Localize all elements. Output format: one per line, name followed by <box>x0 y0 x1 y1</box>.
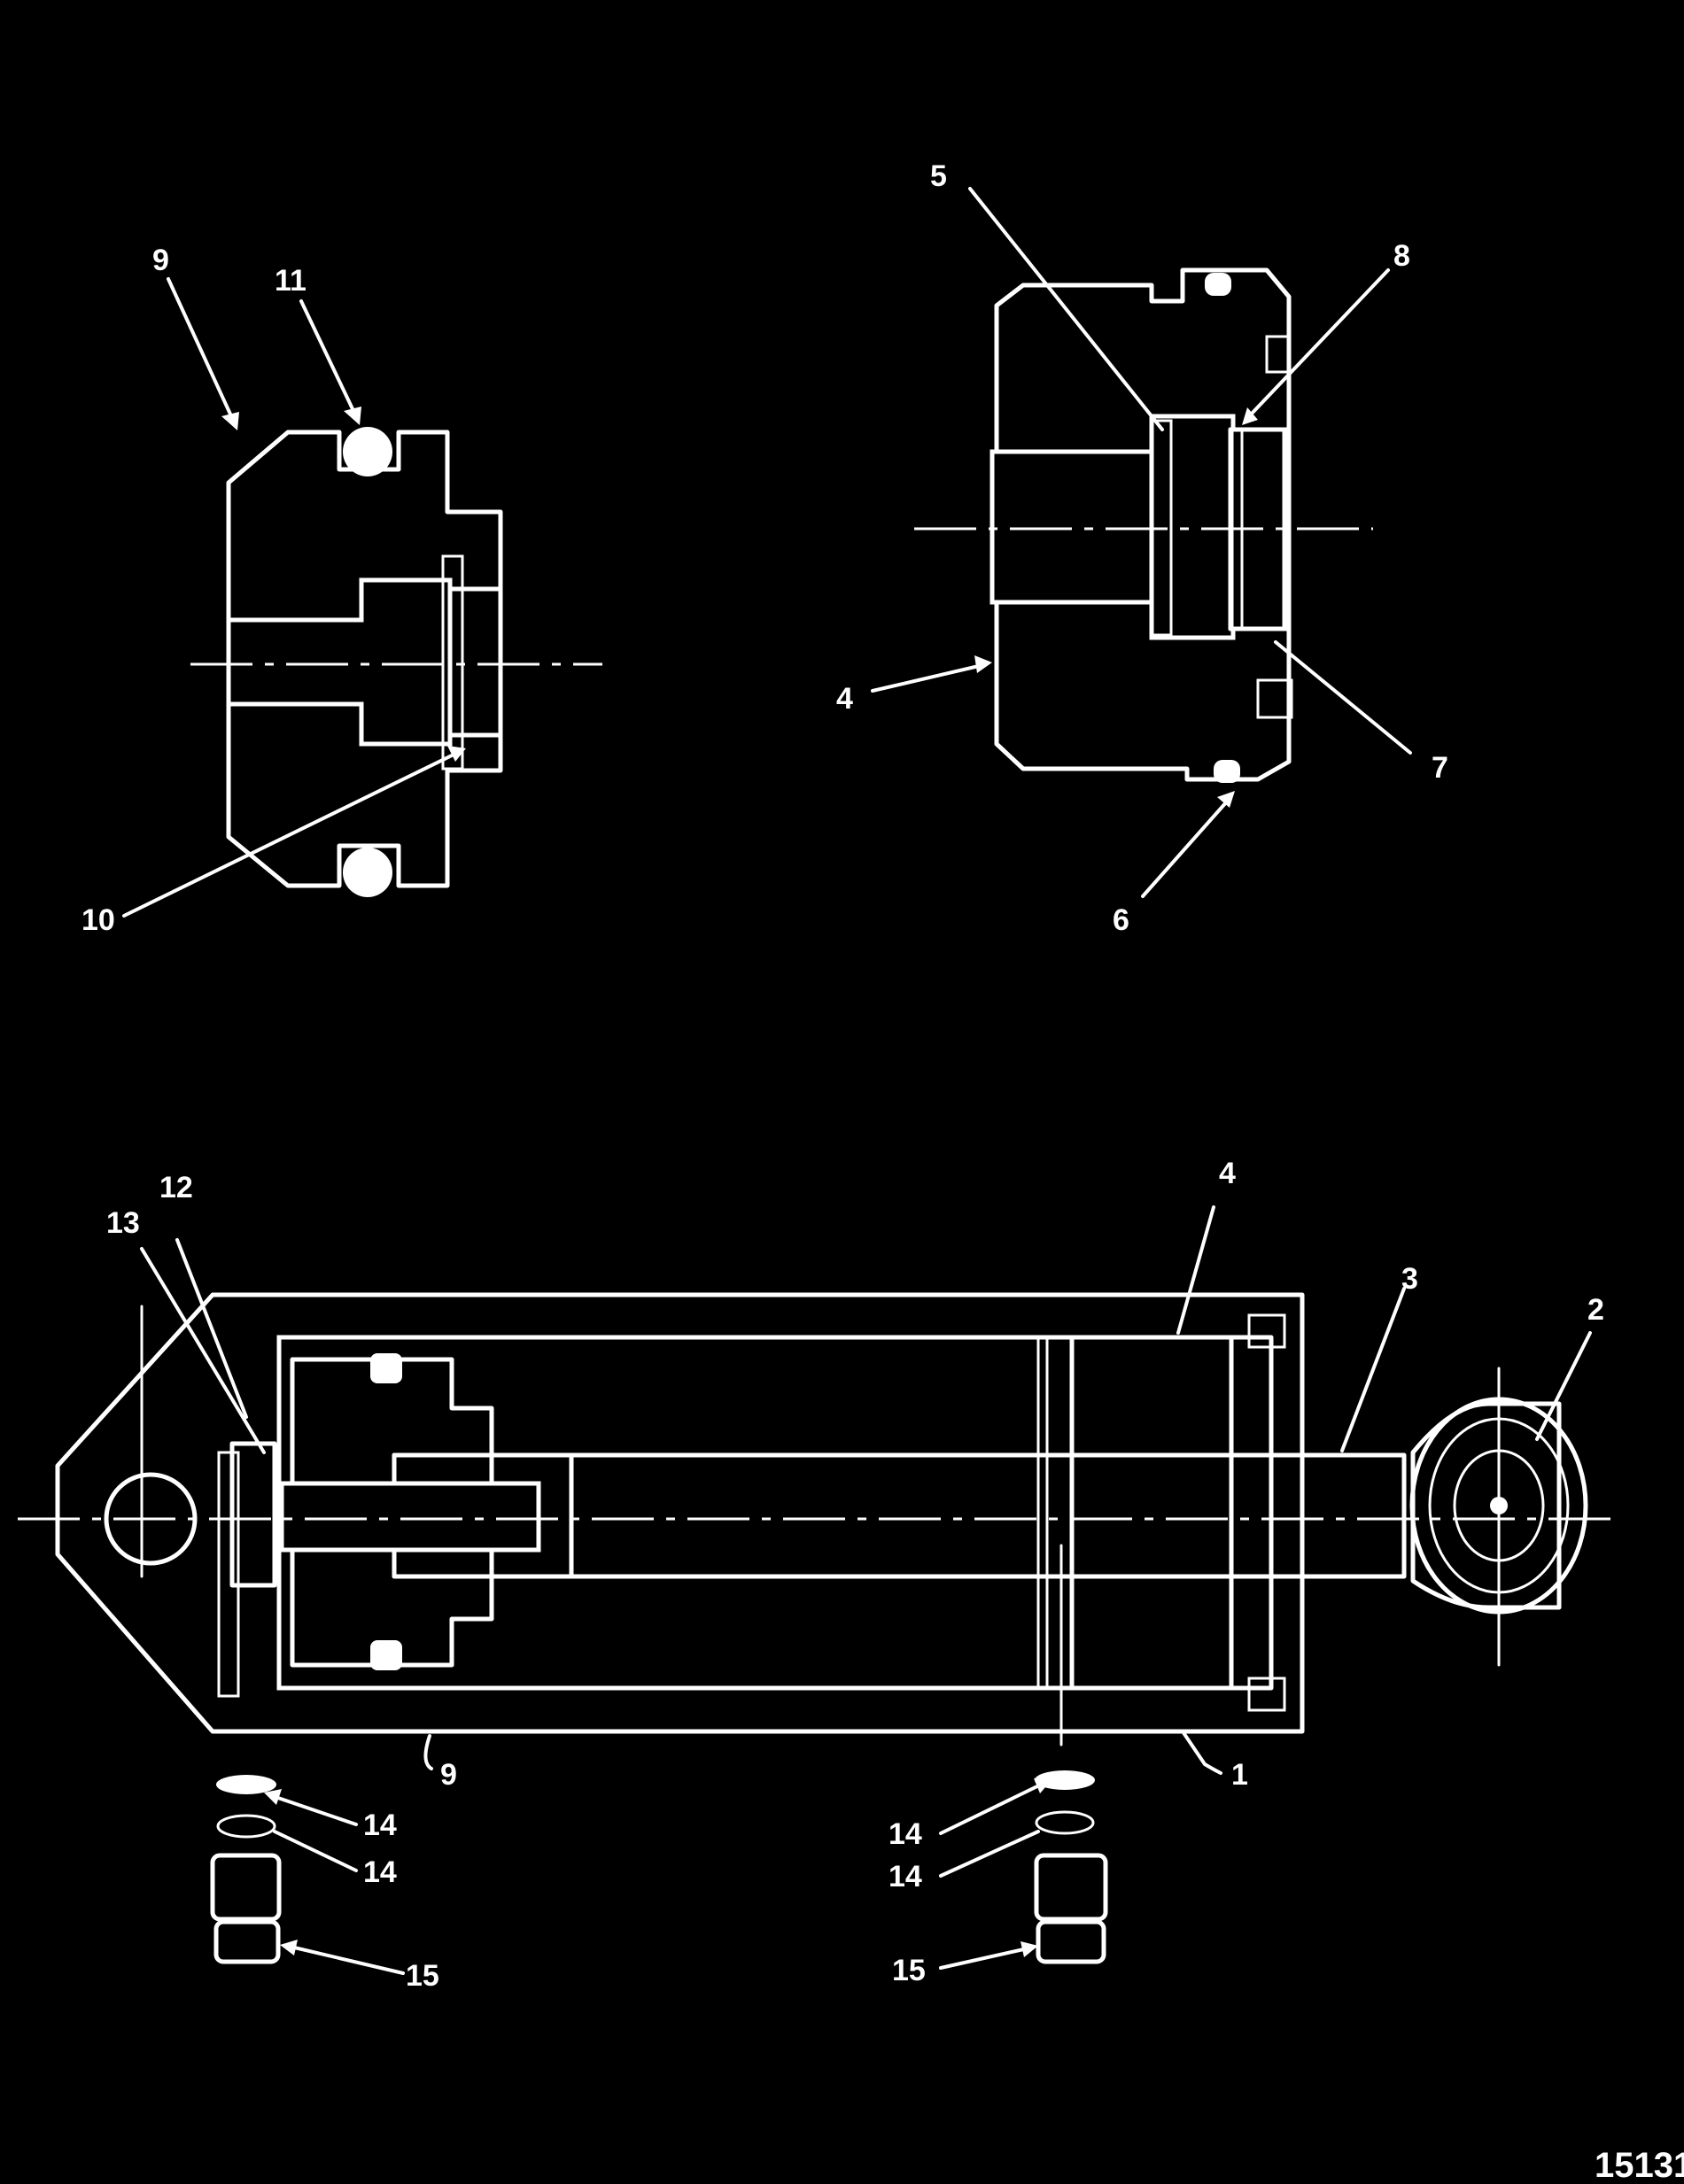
callout-6: 6 <box>1113 903 1129 937</box>
seal-ball-top <box>343 427 392 476</box>
callout-10: 10 <box>81 903 115 937</box>
fitting-washer-right-2 <box>1035 1810 1095 1835</box>
callout-3: 3 <box>1401 1262 1418 1296</box>
bleed-valve-head <box>229 1441 277 1588</box>
leader-lines <box>122 187 1592 1975</box>
fitting-right <box>1034 1770 1108 1964</box>
piston-bore <box>226 577 453 747</box>
piston-detail <box>190 427 602 897</box>
fitting-nut-left <box>213 1919 281 1964</box>
callout-4-head: 4 <box>836 682 853 716</box>
fitting-washer-right-1 <box>1035 1770 1095 1790</box>
callout-5: 5 <box>930 159 947 193</box>
callout-2: 2 <box>1587 1293 1604 1327</box>
piston-section <box>226 430 503 888</box>
o-ring-slot-bottom <box>1214 760 1240 783</box>
piston-seal-bottom <box>370 1640 402 1670</box>
bleed-passage <box>217 1451 240 1698</box>
fitting-washer-left-1 <box>216 1775 276 1794</box>
rod-inner-bore <box>279 1481 541 1553</box>
assembled-cylinder-head <box>1069 1335 1274 1691</box>
callout-labels: 9 11 10 5 8 4 7 6 4 3 2 1 12 13 9 14 14 … <box>81 159 1684 2184</box>
assembled-piston <box>290 1357 494 1668</box>
callout-9-body: 9 <box>440 1758 457 1792</box>
cylinder-body-section <box>55 1292 1305 1734</box>
cylinder-head-bore <box>989 449 1159 605</box>
callout-14-b: 14 <box>363 1855 397 1889</box>
callout-12: 12 <box>159 1171 193 1204</box>
callout-15-a: 15 <box>406 1959 439 1993</box>
port-notch-bottom <box>1256 678 1293 719</box>
cylinder-head-detail <box>914 267 1373 783</box>
cylinder-assembly <box>18 1292 1612 1746</box>
fitting-body-left <box>210 1853 282 1922</box>
fitting-left <box>210 1775 282 1964</box>
figure-number: 15131 <box>1595 2146 1684 2184</box>
piston-rod-stub <box>447 586 503 738</box>
callout-7: 7 <box>1432 751 1448 785</box>
callout-13: 13 <box>106 1206 140 1240</box>
piston-seal-top <box>370 1353 402 1383</box>
head-gap-line <box>1036 1336 1049 1690</box>
callout-9-piston: 9 <box>152 244 169 277</box>
end-cap-bottom <box>1247 1677 1286 1712</box>
end-cap-top <box>1247 1313 1286 1349</box>
cylinder-head-counterbore <box>1149 414 1236 640</box>
seal-ball-bottom <box>343 848 392 897</box>
callout-15-b: 15 <box>892 1954 926 1987</box>
o-ring-slot-top <box>1205 273 1231 296</box>
fitting-body-right <box>1034 1853 1108 1922</box>
callout-4-body: 4 <box>1219 1157 1236 1190</box>
callout-14-d: 14 <box>889 1860 922 1894</box>
piston-seal-ring <box>441 554 464 771</box>
callout-8: 8 <box>1393 239 1410 273</box>
fitting-washer-left-2 <box>216 1814 276 1839</box>
callout-11: 11 <box>275 264 307 298</box>
callout-1: 1 <box>1231 1758 1248 1792</box>
callout-14-c: 14 <box>889 1817 922 1851</box>
port-notch-top <box>1265 335 1291 374</box>
callout-14-a: 14 <box>363 1808 397 1842</box>
cylinder-head-section <box>994 267 1292 782</box>
fitting-nut-right <box>1036 1919 1106 1964</box>
